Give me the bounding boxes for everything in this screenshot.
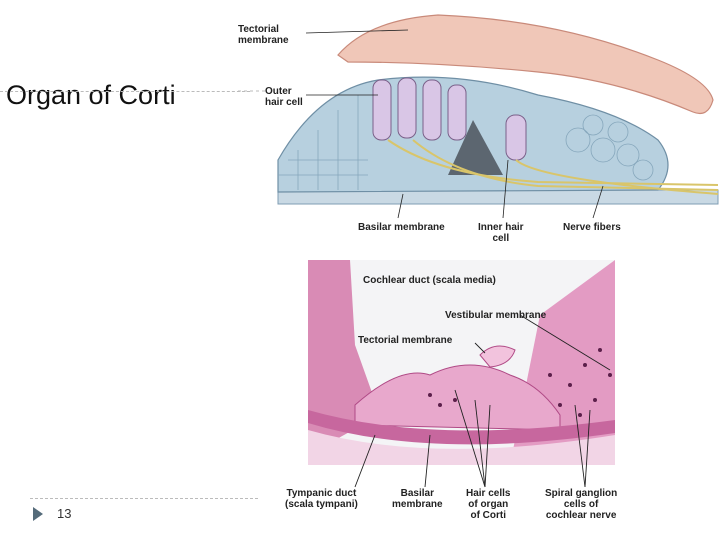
label-outer-hair-cell: Outer hair cell [265, 86, 303, 108]
label-vestibular-membrane: Vestibular membrane [445, 310, 547, 321]
label-basilar-membrane-micro: Basilar membrane [392, 488, 443, 510]
slide-title: Organ of Corti [6, 80, 176, 110]
label-spiral-ganglion: Spiral ganglion cells of cochlear nerve [545, 488, 618, 521]
label-tectorial-membrane: Tectorial membrane [238, 24, 289, 46]
label-nerve-fibers: Nerve fibers [563, 222, 621, 233]
page-number: 13 [57, 506, 72, 521]
micrograph-image [308, 260, 615, 488]
bullet-icon [33, 507, 43, 521]
label-basilar-membrane: Basilar membrane [358, 222, 445, 233]
label-inner-hair-cell: Inner hair cell [478, 222, 524, 244]
micrograph: Cochlear duct (scala media) Vestibular m… [280, 255, 642, 540]
illustration-drawing [238, 14, 719, 219]
title-rule [0, 91, 250, 92]
label-tectorial-membrane-micro: Tectorial membrane [358, 335, 453, 346]
organ-of-corti-illustration: Tectorial membrane Outer hair cell Basil… [238, 0, 720, 244]
label-hair-cells: Hair cells of organ of Corti [466, 488, 511, 521]
label-cochlear-duct: Cochlear duct (scala media) [363, 275, 496, 286]
label-tympanic-duct: Tympanic duct (scala tympani) [285, 488, 358, 510]
footer-rule [30, 498, 258, 499]
